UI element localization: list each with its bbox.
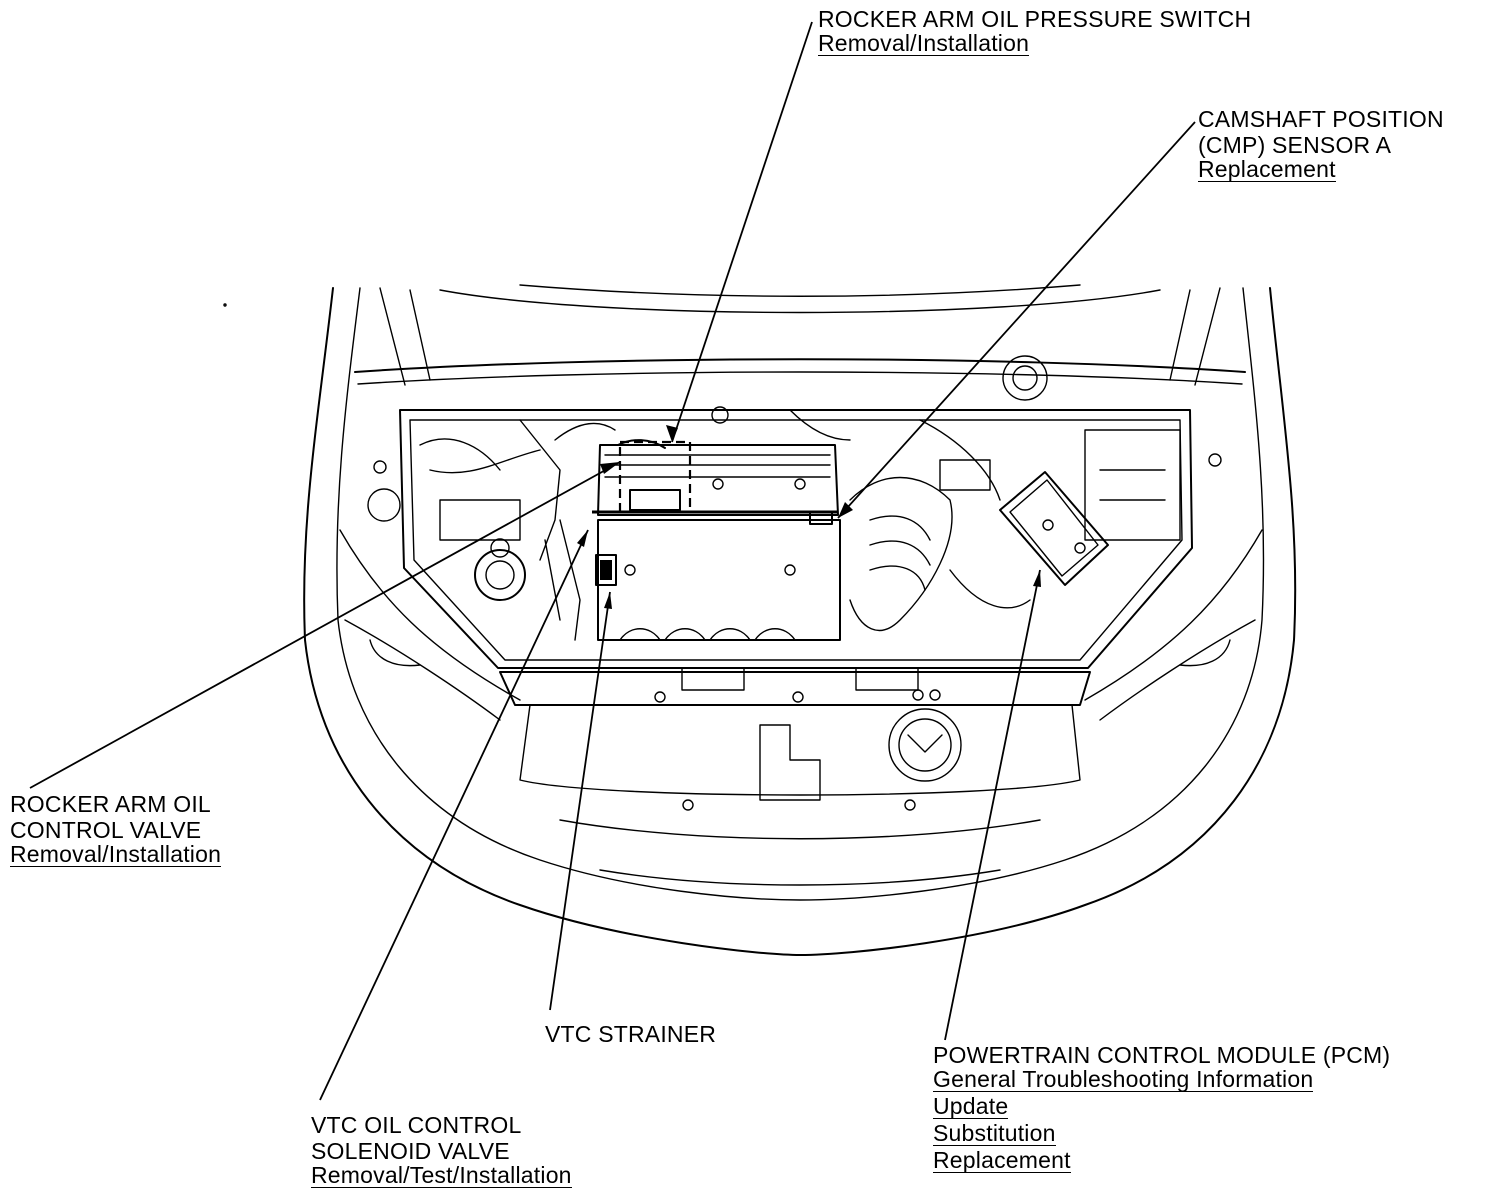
link-removal-test-installation[interactable]: Removal/Test/Installation <box>311 1162 572 1188</box>
callout-vtc-strainer: VTC STRAINER <box>545 1021 716 1047</box>
link-replacement[interactable]: Replacement <box>933 1147 1071 1173</box>
callout-title-line-2: CONTROL VALVE <box>10 817 202 843</box>
callout-title-line-2: SOLENOID VALVE <box>311 1138 510 1164</box>
callout-rocker-arm-oil-pressure-switch: ROCKER ARM OIL PRESSURE SWITCH Removal/I… <box>818 6 1251 59</box>
callout-powertrain-control-module: POWERTRAIN CONTROL MODULE (PCM) General … <box>933 1042 1390 1176</box>
leader-vtc-solenoid <box>319 529 589 1101</box>
leader-cmp-sensor <box>837 121 1196 519</box>
leader-lines <box>29 21 1196 1101</box>
engine-components <box>419 406 1181 641</box>
callout-title-line-1: CAMSHAFT POSITION <box>1198 106 1444 132</box>
leader-rocker-control-valve <box>29 461 621 789</box>
callout-title-line-1: VTC OIL CONTROL <box>311 1112 522 1138</box>
callout-cmp-sensor-a: CAMSHAFT POSITION (CMP) SENSOR A Replace… <box>1198 106 1444 185</box>
link-general-troubleshooting-information[interactable]: General Troubleshooting Information <box>933 1066 1314 1092</box>
leader-pcm <box>944 569 1041 1041</box>
callout-title-line-1: ROCKER ARM OIL <box>10 791 211 817</box>
vehicle-body-outline <box>223 284 1297 956</box>
leader-rocker-pressure-switch <box>671 21 813 443</box>
callout-rocker-arm-oil-control-valve: ROCKER ARM OIL CONTROL VALVE Removal/Ins… <box>10 791 222 870</box>
callout-title: POWERTRAIN CONTROL MODULE (PCM) <box>933 1042 1391 1068</box>
callout-vtc-oil-control-solenoid-valve: VTC OIL CONTROL SOLENOID VALVE Removal/T… <box>311 1112 572 1191</box>
callout-title-line-2: (CMP) SENSOR A <box>1198 132 1392 158</box>
link-update[interactable]: Update <box>933 1093 1009 1119</box>
callout-title: ROCKER ARM OIL PRESSURE SWITCH <box>818 6 1252 32</box>
link-removal-installation[interactable]: Removal/Installation <box>818 30 1030 56</box>
leader-vtc-strainer <box>549 591 611 1011</box>
link-replacement[interactable]: Replacement <box>1198 156 1336 182</box>
callout-title: VTC STRAINER <box>545 1021 717 1047</box>
link-substitution[interactable]: Substitution <box>933 1120 1056 1146</box>
link-removal-installation[interactable]: Removal/Installation <box>10 841 222 867</box>
